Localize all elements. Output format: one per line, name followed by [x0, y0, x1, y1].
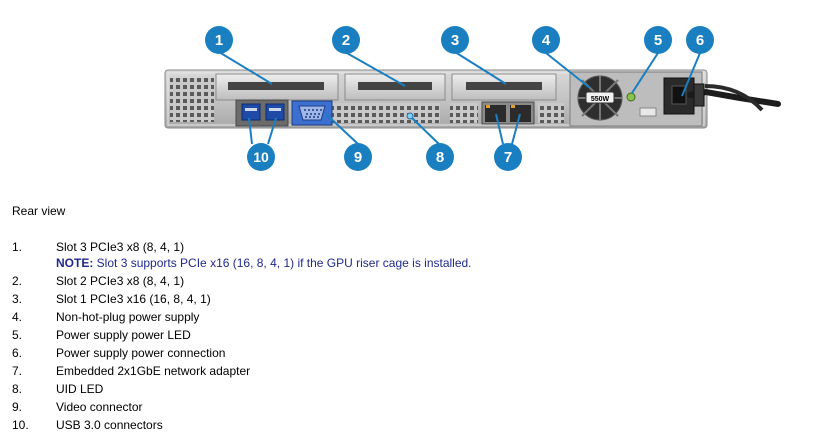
svg-text:10: 10 — [253, 149, 269, 165]
legend-number: 5. — [12, 328, 23, 342]
pcie-slot-2 — [344, 73, 446, 101]
legend-text: Video connector — [56, 400, 143, 414]
legend-item: 5. Power supply power LED — [12, 326, 802, 344]
legend-item: 6. Power supply power connection — [12, 344, 802, 362]
usb-3-connectors — [235, 99, 289, 127]
note-label: NOTE: — [56, 256, 94, 270]
callout-2: 2 — [332, 26, 360, 54]
figure-caption: Rear view — [12, 204, 66, 218]
lower-vent-far-right — [538, 103, 564, 123]
video-connector — [291, 100, 333, 126]
psu-power-led — [626, 92, 636, 102]
legend-item: 4. Non-hot-plug power supply — [12, 308, 802, 326]
note-body: Slot 3 supports PCIe x16 (16, 8, 4, 1) i… — [93, 256, 472, 270]
legend-number: 2. — [12, 274, 23, 288]
legend-text: UID LED — [56, 382, 104, 396]
svg-text:2: 2 — [342, 32, 350, 49]
legend-item: 2. Slot 2 PCIe3 x8 (8, 4, 1) — [12, 272, 802, 290]
svg-text:3: 3 — [451, 32, 459, 49]
svg-text:9: 9 — [354, 149, 362, 166]
legend-number: 7. — [12, 364, 23, 378]
svg-text:8: 8 — [436, 149, 444, 166]
legend-text: Slot 1 PCIe3 x16 (16, 8, 4, 1) — [56, 292, 211, 306]
legend-number: 9. — [12, 400, 23, 414]
legend-item: 3. Slot 1 PCIe3 x16 (16, 8, 4, 1) — [12, 290, 802, 308]
legend-number: 6. — [12, 346, 23, 360]
callout-leaders — [218, 51, 701, 146]
legend-note: NOTE: Slot 3 supports PCIe x16 (16, 8, 4… — [12, 254, 802, 272]
callout-3: 3 — [441, 26, 469, 54]
legend-number: 1. — [12, 240, 23, 254]
uid-led — [406, 112, 414, 120]
legend-text: Non-hot-plug power supply — [56, 310, 200, 324]
svg-text:5: 5 — [654, 32, 662, 49]
legend-text: USB 3.0 connectors — [56, 418, 163, 432]
svg-text:1: 1 — [215, 32, 223, 49]
psu-power-connection — [663, 77, 781, 115]
legend-item: 7. Embedded 2x1GbE network adapter — [12, 362, 802, 380]
legend-text: Slot 2 PCIe3 x8 (8, 4, 1) — [56, 274, 185, 288]
callout-4: 4 — [532, 26, 560, 54]
svg-text:6: 6 — [696, 32, 704, 49]
lower-vent-center — [330, 103, 440, 123]
legend-item: 10. USB 3.0 connectors — [12, 416, 802, 434]
legend-text: Embedded 2x1GbE network adapter — [56, 364, 251, 378]
legend-number: 10. — [12, 418, 29, 432]
legend-number: 4. — [12, 310, 23, 324]
svg-text:7: 7 — [504, 149, 512, 166]
network-adapter-ports — [481, 101, 535, 125]
callout-5: 5 — [644, 26, 672, 54]
lower-vent-right — [450, 103, 478, 123]
psu-wattage-label: 550W — [591, 96, 610, 103]
svg-text:4: 4 — [542, 32, 551, 49]
legend-item: 9. Video connector — [12, 398, 802, 416]
callout-8: 8 — [426, 143, 454, 171]
note-text: NOTE: Slot 3 supports PCIe x16 (16, 8, 4… — [56, 254, 472, 272]
legend-text: Slot 3 PCIe3 x8 (8, 4, 1) — [56, 240, 185, 254]
callout-1: 1 — [205, 26, 233, 54]
legend-number: 8. — [12, 382, 23, 396]
legend-text: Power supply power connection — [56, 346, 226, 360]
legend-item: 1. Slot 3 PCIe3 x8 (8, 4, 1) — [12, 238, 802, 256]
server-rear-illustration: 550W 1 2 — [164, 26, 781, 171]
pcie-slot-3 — [215, 73, 339, 101]
legend-item: 8. UID LED — [12, 380, 802, 398]
callout-10: 10 — [247, 143, 275, 171]
callout-9: 9 — [344, 143, 372, 171]
callout-6: 6 — [686, 26, 714, 54]
pcie-slot-1 — [451, 73, 557, 101]
legend-number: 3. — [12, 292, 23, 306]
legend-text: Power supply power LED — [56, 328, 191, 342]
callout-7: 7 — [494, 143, 522, 171]
